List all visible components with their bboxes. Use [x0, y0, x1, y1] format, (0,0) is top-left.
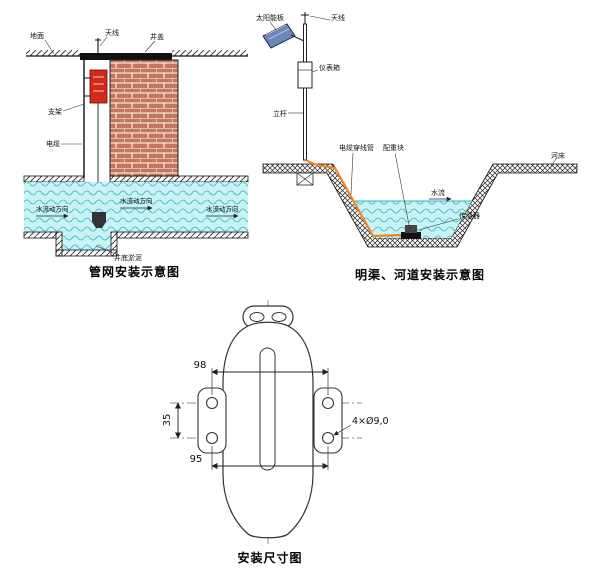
dimension-35: 35	[162, 402, 182, 439]
pipe-top-wall	[23, 175, 249, 183]
flow-direction-mid: 水流动方向	[120, 196, 153, 211]
antenna-label: 天线	[331, 13, 345, 22]
svg-text:水流动方向: 水流动方向	[206, 204, 239, 213]
antenna-leader	[309, 15, 331, 21]
holes-note: 4×Ø9,0	[333, 416, 389, 436]
dimension-95: 95	[190, 446, 329, 470]
counterweight-sensor	[401, 225, 421, 239]
foundation-block	[296, 172, 314, 186]
diagram1-caption: 管网安装示意图	[88, 265, 180, 279]
device-ports	[249, 312, 287, 322]
svg-text:35: 35	[162, 414, 173, 427]
ground-leader	[44, 39, 55, 55]
pipe-water	[24, 182, 248, 250]
diagram2-caption: 明渠、河道安装示意图	[354, 268, 485, 282]
channel-water	[354, 201, 472, 238]
manhole-cover	[80, 53, 172, 60]
ground-label: 地面	[30, 31, 44, 40]
dimension-98: 98	[194, 360, 329, 395]
svg-text:4×Ø9,0: 4×Ø9,0	[352, 416, 389, 427]
antenna-icon	[301, 12, 309, 24]
counterweight-leader	[394, 152, 411, 231]
flowmeter-device	[84, 69, 108, 104]
antenna-leader	[99, 36, 108, 47]
cover-label: 井盖	[150, 32, 164, 41]
sludge-leader	[95, 245, 117, 255]
ground-surface	[26, 50, 248, 57]
pole-label: 立杆	[273, 109, 287, 118]
cable-label: 电缆	[46, 139, 60, 148]
diagram3-caption: 安装尺寸图	[237, 551, 303, 565]
riverbed-leader	[550, 158, 557, 167]
device-slot	[259, 347, 276, 471]
solar-panel-label: 太阳能板	[256, 13, 284, 22]
bracket-arms	[84, 77, 90, 97]
svg-text:水流: 水流	[431, 188, 445, 197]
cover-leader	[144, 40, 156, 53]
svg-text:95: 95	[190, 454, 203, 465]
flow-label-group: 水流	[429, 188, 452, 202]
flow-direction-left: 水流动方向	[36, 204, 69, 219]
cable-conduit	[305, 159, 402, 238]
solar-panel	[262, 23, 305, 49]
meter-box-leader	[311, 69, 319, 73]
svg-text:水流动方向: 水流动方向	[120, 196, 153, 205]
mounting-pole	[303, 23, 307, 161]
meter-box-label: 仪表箱	[319, 63, 340, 72]
antenna-label: 天线	[105, 28, 119, 37]
pipe-network-diagram: 地面 天线 井盖 支架 电缆	[23, 28, 249, 262]
conduit-label: 电缆穿线管	[339, 143, 374, 152]
sludge-label: 井底淤泥	[114, 253, 142, 262]
pipe-bottom-wall	[23, 231, 249, 257]
counterweight-label: 配重块	[383, 143, 404, 152]
submerged-sensor	[92, 212, 106, 228]
bracket-label: 支架	[48, 107, 62, 116]
brick-wall	[109, 59, 179, 177]
flow-direction-right: 水流动方向	[206, 204, 239, 219]
svg-text:水流动方向: 水流动方向	[36, 204, 69, 213]
riverbed-label: 河床	[551, 151, 565, 160]
svg-text:98: 98	[194, 360, 207, 371]
sensor-leader	[418, 218, 459, 231]
open-channel-diagram: 天线 太阳能板 仪表箱 立杆	[256, 12, 578, 248]
conduit-leader	[350, 152, 354, 195]
antenna-icon	[95, 38, 101, 53]
solar-panel-leader	[269, 21, 277, 31]
meter-box	[297, 61, 313, 89]
sensor-label: 传感器	[459, 211, 480, 220]
bracket-leader	[62, 103, 85, 112]
dimension-diagram: 98 35 95 4×Ø9,0	[162, 300, 389, 544]
